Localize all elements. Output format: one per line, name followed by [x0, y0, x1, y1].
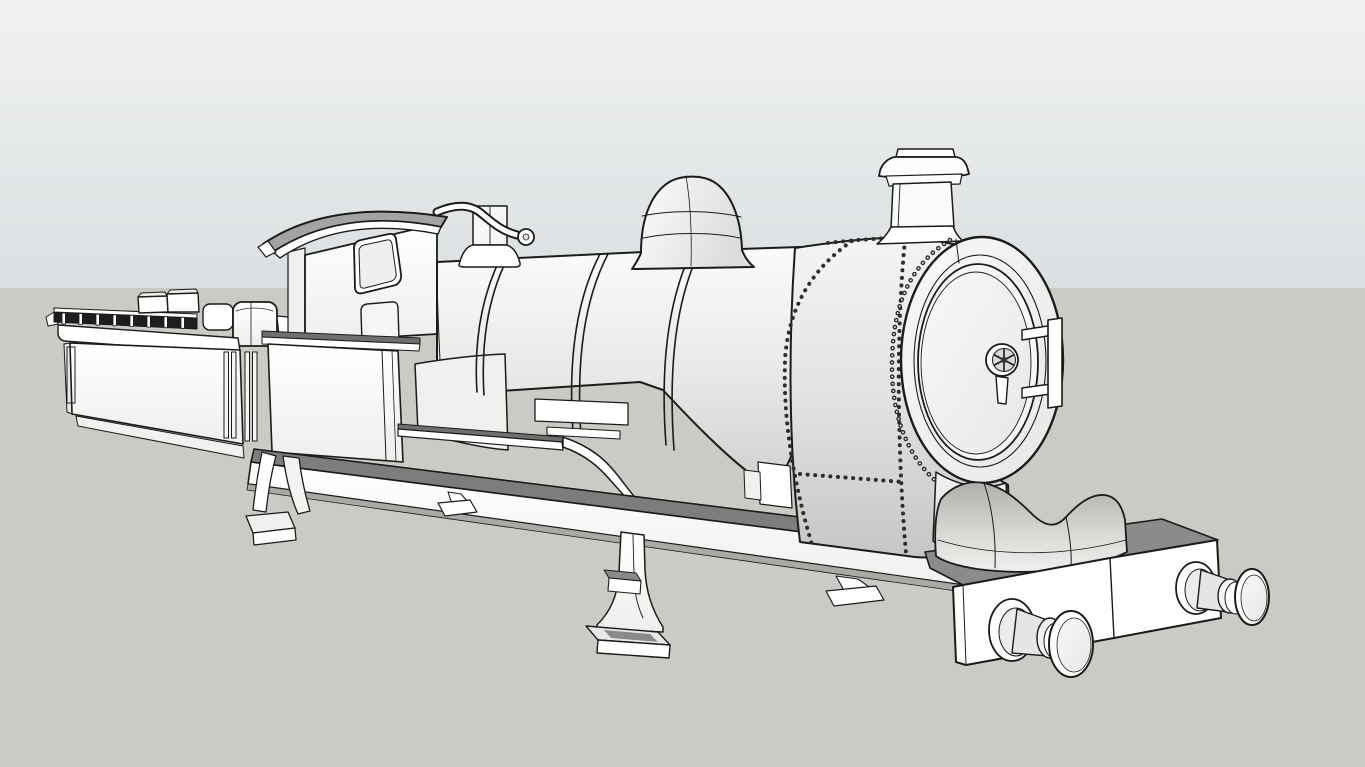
stand-rear	[246, 452, 310, 545]
smokebox[interactable]	[785, 149, 1063, 558]
chimney-barrel	[891, 182, 954, 229]
tender-underframe	[76, 416, 244, 458]
stand-foot-small	[438, 492, 477, 516]
cab-side-panel	[268, 344, 403, 462]
hinge-bar	[1048, 318, 1062, 408]
cab[interactable]	[258, 212, 447, 462]
cylinder-saddle[interactable]	[935, 482, 1127, 572]
stand-pedestal	[586, 532, 670, 658]
tender[interactable]	[46, 289, 302, 458]
tender-side-channels	[224, 352, 257, 441]
stands[interactable]	[246, 452, 884, 658]
stand-foot-front	[826, 576, 884, 606]
tender-side-panel	[70, 343, 243, 444]
tender-railing-slats	[62, 313, 184, 328]
buffer-right[interactable]	[1176, 562, 1269, 625]
steam-dome[interactable]	[632, 176, 754, 269]
boiler-bands	[476, 250, 700, 450]
boiler[interactable]	[415, 247, 802, 487]
tender-front-block-small	[203, 304, 233, 330]
door-dart-handle	[986, 344, 1018, 404]
tender-top-boxes	[138, 289, 199, 313]
buffer-beam[interactable]	[925, 482, 1269, 677]
locomotive-model[interactable]	[46, 149, 1269, 677]
cab-roof-fascia	[273, 221, 441, 258]
buffer-left[interactable]	[989, 599, 1093, 677]
smokebox-door[interactable]	[892, 237, 1063, 483]
safety-valve[interactable]	[437, 206, 534, 267]
cab-doorway	[361, 302, 399, 344]
cab-window	[354, 234, 401, 294]
